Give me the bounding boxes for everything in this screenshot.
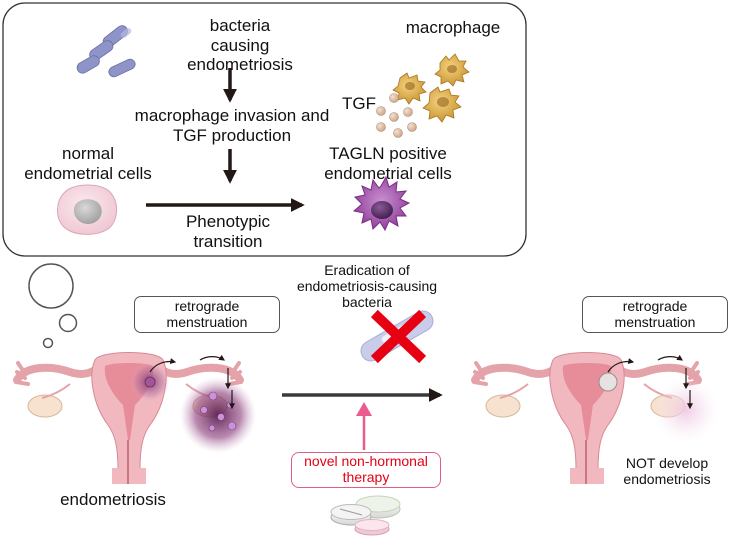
tgf-label: TGF xyxy=(342,94,376,113)
normal-cells-label: normal endometrial cells xyxy=(24,144,152,183)
therapy-box xyxy=(291,452,441,488)
pills-icon xyxy=(330,495,401,536)
tagln-label: TAGLN positive endometrial cells xyxy=(324,144,452,183)
tgf-particles-icon xyxy=(376,93,417,138)
retrograde-box-right xyxy=(582,296,728,333)
crossed-bacterium-icon xyxy=(360,309,434,364)
retrograde-box-left xyxy=(134,296,280,333)
retrograde-flow-arrow xyxy=(149,358,177,373)
eradication-label: Eradication of endometriosis-causing bac… xyxy=(296,262,438,311)
outcome-label: NOT develop endometriosis xyxy=(623,455,711,488)
pink-halo-icon xyxy=(654,378,718,442)
retrograde-flow-arrow-right-2 xyxy=(657,354,683,361)
retrograde-flow-arrow-right xyxy=(607,358,635,373)
lesion-cells-icon xyxy=(200,391,237,432)
normal-shed-cell-icon xyxy=(598,372,618,392)
retrograde-flow-arrow-2 xyxy=(199,354,225,361)
therapy-label: novel non-hormonal therapy xyxy=(304,453,428,486)
bacteria-icon xyxy=(76,25,136,78)
macrophage-icon xyxy=(392,53,470,123)
macrophage-label: macrophage xyxy=(405,18,501,37)
transition-label: Phenotypic transition xyxy=(185,212,271,251)
normal-cell-icon xyxy=(57,184,117,235)
retrograde-label-left: retrograde menstruation xyxy=(166,298,248,331)
condition-label: endometriosis xyxy=(60,490,166,509)
bacteria-label: bacteria causing endometriosis xyxy=(187,16,293,75)
retrograde-label-right: retrograde menstruation xyxy=(614,298,696,331)
invasion-label: macrophage invasion and TGF production xyxy=(134,106,330,145)
therapy-arrow-head xyxy=(356,402,372,416)
thought-bubble-icon xyxy=(28,263,78,349)
tagln-cell-icon xyxy=(352,175,411,232)
